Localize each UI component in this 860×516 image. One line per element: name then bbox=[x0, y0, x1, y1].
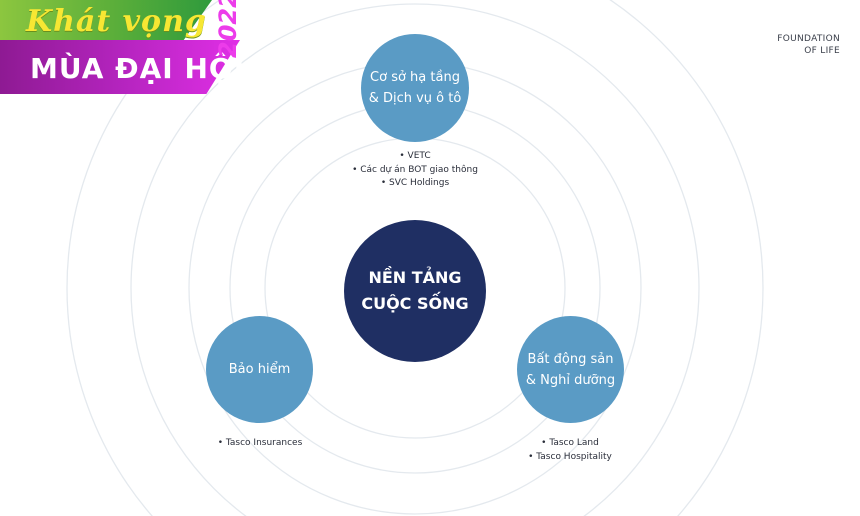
node-center-line-1: NỀN TẢNG bbox=[368, 268, 462, 287]
banner-main-text: MÙA ĐẠI HỘI bbox=[30, 52, 246, 85]
list-item: VETC bbox=[315, 150, 515, 164]
banner-green-strip bbox=[0, 0, 212, 42]
node-infrastructure-line-2: & Dịch vụ ô tô bbox=[368, 91, 462, 106]
node-infrastructure-line-1: Cơ sở hạ tầng bbox=[370, 70, 460, 85]
node-insurance: Bảo hiểm bbox=[206, 316, 313, 423]
node-infrastructure-items: VETC Các dự án BOT giao thông SVC Holdin… bbox=[315, 150, 515, 191]
node-center-line-2: CUỘC SỐNG bbox=[361, 294, 469, 313]
node-insurance-line-1: Bảo hiểm bbox=[228, 362, 291, 377]
list-item: Tasco Hospitality bbox=[495, 451, 645, 465]
banner-script-text: Khát vọng bbox=[26, 4, 207, 39]
brand-line-1: FOUNDATION bbox=[777, 34, 840, 44]
node-real-estate-items: Tasco Land Tasco Hospitality bbox=[495, 437, 645, 464]
brand-line-2: OF LIFE bbox=[804, 46, 840, 56]
node-real-estate-line-1: Bất động sản bbox=[527, 351, 614, 367]
banner-year: 2022 bbox=[214, 0, 242, 58]
list-item: Các dự án BOT giao thông bbox=[315, 164, 515, 178]
list-item: SVC Holdings bbox=[315, 177, 515, 191]
event-banner: Khát vọng MÙA ĐẠI HỘI 2022 bbox=[0, 0, 290, 96]
node-infrastructure: Cơ sở hạ tầng & Dịch vụ ô tô bbox=[361, 34, 469, 142]
list-item: Tasco Land bbox=[495, 437, 645, 451]
list-item: Tasco Insurances bbox=[180, 437, 340, 451]
node-real-estate: Bất động sản & Nghỉ dưỡng bbox=[517, 316, 624, 423]
banner-magenta-strip bbox=[0, 40, 240, 94]
brand-tagline: FOUNDATION OF LIFE bbox=[777, 33, 840, 57]
node-center: NỀN TẢNG CUỘC SỐNG bbox=[344, 220, 486, 362]
node-insurance-items: Tasco Insurances bbox=[180, 437, 340, 451]
node-real-estate-line-2: & Nghỉ dưỡng bbox=[525, 372, 616, 388]
